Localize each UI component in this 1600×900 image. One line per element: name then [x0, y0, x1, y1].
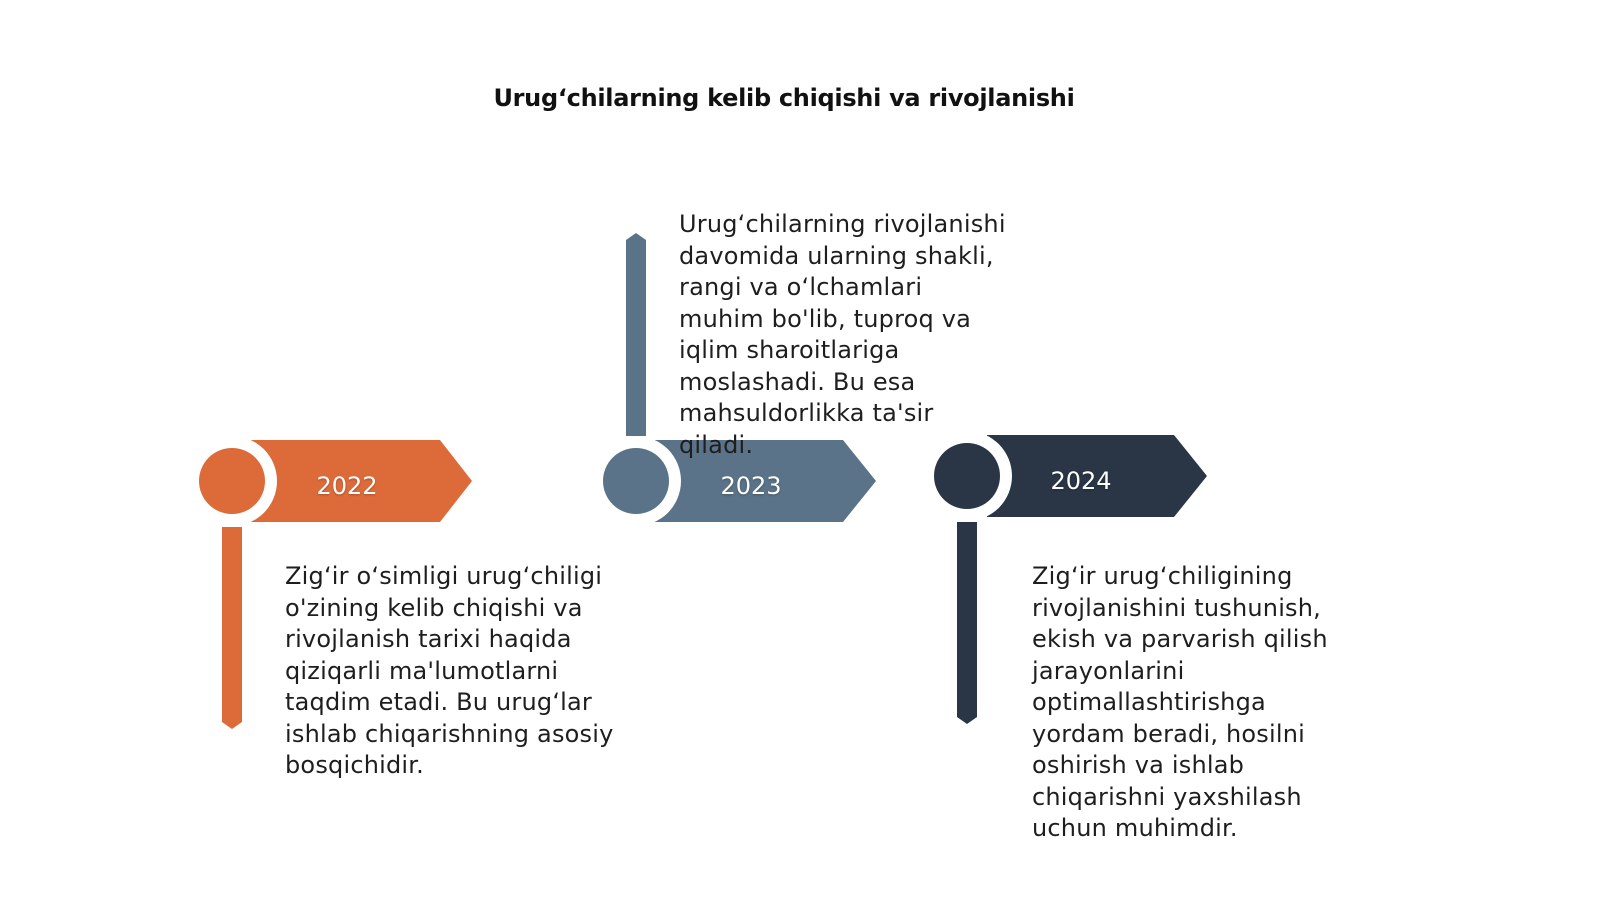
pin-circle-2023: [603, 448, 669, 514]
timeline-marker-2023: [591, 233, 876, 526]
year-label-2023: 2023: [720, 472, 782, 500]
year-label-2024: 2024: [1050, 467, 1112, 495]
pin-circle-2024: [934, 443, 1000, 509]
timeline-marker-2024: [922, 431, 1207, 724]
description-2023: Urug‘chilarning rivojlanishi davomida ul…: [679, 210, 1006, 459]
diagram-title: Urug‘chilarning kelib chiqishi va rivojl…: [493, 84, 1075, 112]
stem-2022: [222, 527, 242, 729]
stem-2023: [626, 233, 646, 436]
stem-2024: [957, 522, 977, 724]
year-banner-2022: [250, 440, 472, 522]
description-2022: Zig‘ir o‘simligi urug‘chiligi o'zining k…: [285, 562, 614, 779]
year-label-2022: 2022: [316, 472, 378, 500]
year-banner-2023: [655, 440, 876, 522]
timeline-marker-2022: [187, 436, 472, 729]
year-banner-2024: [987, 435, 1207, 517]
description-2024: Zig‘ir urug‘chiligining rivojlanishini t…: [1032, 562, 1328, 842]
pin-circle-2022: [199, 448, 265, 514]
